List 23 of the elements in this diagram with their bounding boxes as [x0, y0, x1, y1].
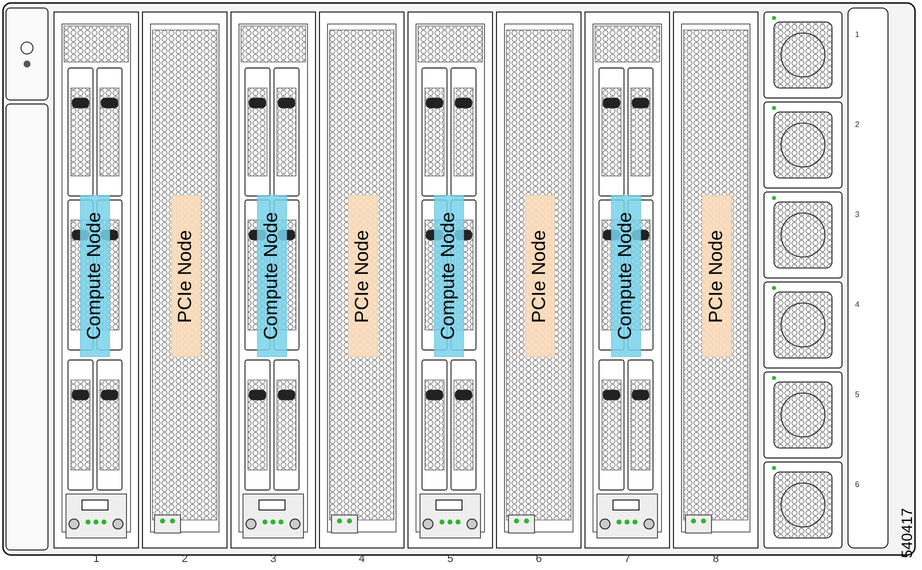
- slot-number: 4: [358, 553, 366, 565]
- slot-number: 6: [534, 553, 543, 565]
- pcie-node-label: PCIe Node: [524, 195, 554, 357]
- power-supply-number: 2: [855, 120, 860, 129]
- pcie-node-label: PCIe Node: [348, 195, 378, 357]
- slot-number: 3: [269, 553, 278, 565]
- power-supply-number: 3: [855, 210, 860, 219]
- figure-number: 540417: [899, 508, 916, 558]
- slot-number: 2: [180, 553, 189, 565]
- slot-number: 1: [92, 553, 100, 565]
- compute-node-label: Compute Node: [257, 195, 287, 357]
- slot-number: 7: [623, 553, 632, 565]
- compute-node-label: Compute Node: [611, 195, 641, 357]
- compute-node-label: Compute Node: [434, 195, 464, 357]
- pcie-node-label: PCIe Node: [170, 195, 200, 357]
- power-supply-number: 1: [855, 30, 860, 39]
- pcie-node-label: PCIe Node: [702, 195, 732, 357]
- power-supply-number: 6: [855, 480, 860, 489]
- slot-number: 5: [446, 553, 454, 565]
- slot-number: 8: [712, 553, 720, 565]
- compute-node-label: Compute Node: [80, 195, 110, 357]
- power-supply-number: 4: [855, 300, 860, 309]
- power-supply-number: 5: [855, 390, 860, 399]
